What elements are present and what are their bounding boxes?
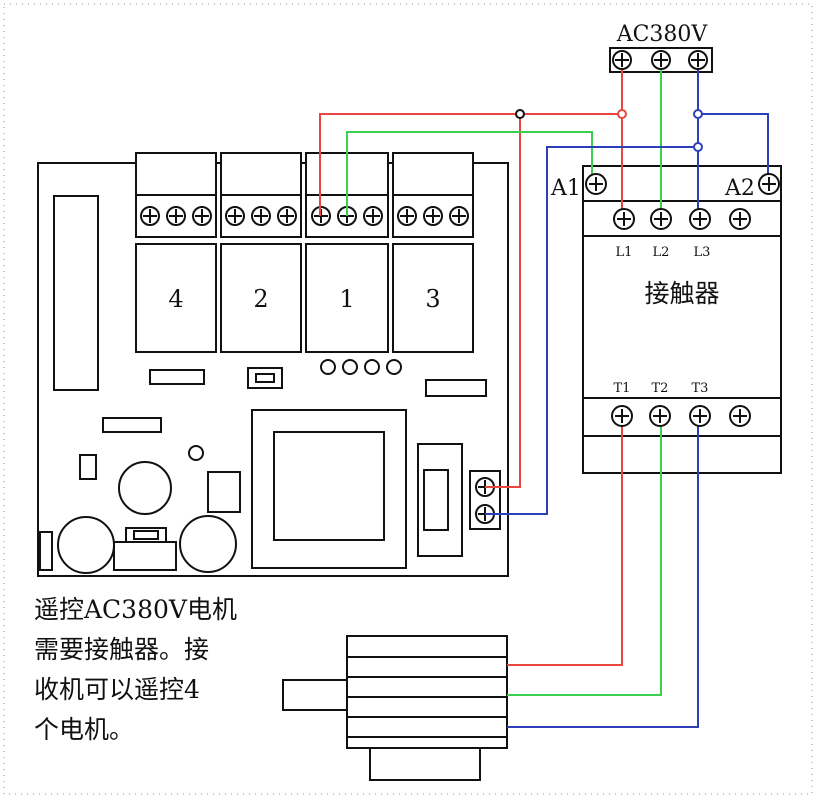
- wires: [319, 60, 769, 728]
- coil-right-label: A2: [724, 176, 755, 201]
- input-label-l2: L2: [653, 245, 670, 260]
- wire-blue-motor: [507, 416, 699, 728]
- relay-label-3: 1: [339, 285, 354, 313]
- wire-blue-board: [485, 146, 698, 515]
- wire-green-board: [346, 131, 593, 216]
- wire-green-motor: [507, 416, 662, 696]
- wire-red-l1: [319, 60, 623, 216]
- relays: [135, 243, 474, 353]
- relay-label-2: 2: [253, 285, 268, 313]
- junctions: [515, 109, 703, 152]
- description-note: 遥控AC380V电机 需要接触器。接 收机可以遥控4 个电机。: [34, 590, 274, 750]
- wire-blue-a2: [698, 113, 769, 184]
- wire-red-motor: [507, 416, 623, 666]
- note-line-2: 需要接触器。接: [34, 635, 210, 664]
- motor: [282, 635, 508, 781]
- power-label: AC380V: [616, 22, 709, 47]
- contactor-name: 接触器: [644, 279, 719, 308]
- note-line-3: 收机可以遥控4: [34, 675, 200, 704]
- note-line-1: 遥控AC380V电机: [34, 595, 237, 624]
- input-label-l1: L1: [616, 245, 633, 260]
- input-label-l3: L3: [694, 245, 711, 260]
- contactor: [582, 165, 782, 474]
- note-line-4: 个电机。: [34, 715, 135, 744]
- wire-red-a1: [485, 114, 521, 488]
- board-screws: [140, 206, 495, 524]
- output-label-t2: T2: [652, 381, 669, 396]
- output-label-t1: T1: [614, 381, 631, 396]
- relay-label-1: 4: [168, 285, 183, 313]
- output-label-t3: T3: [692, 381, 709, 396]
- relay-label-4: 3: [425, 285, 440, 313]
- coil-left-label: A1: [550, 176, 581, 201]
